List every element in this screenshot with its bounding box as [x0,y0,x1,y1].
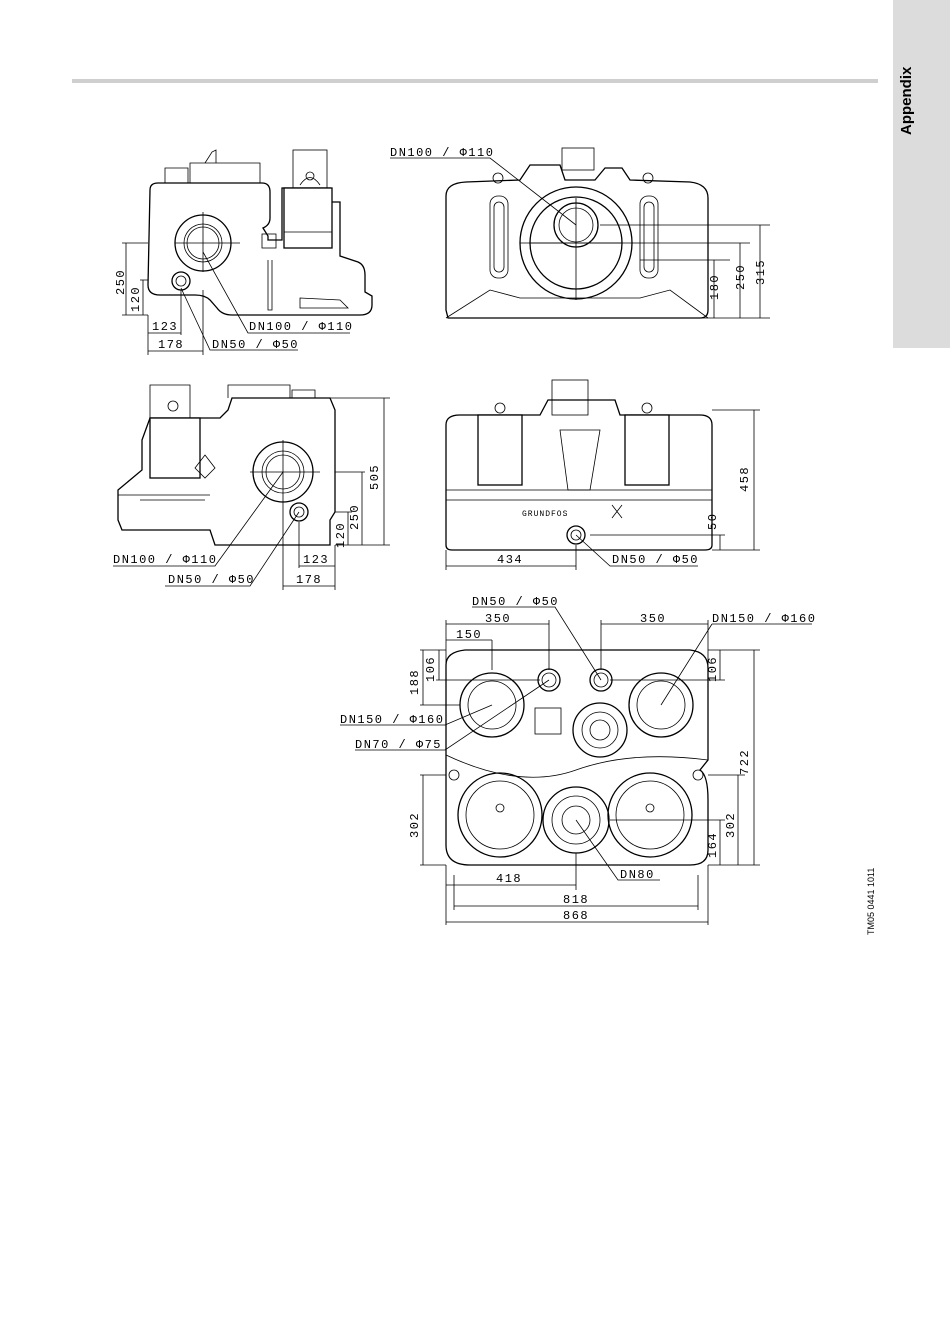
dim-505: 505 [368,464,382,490]
view-front-top: 180 250 315 DN100 / Φ110 [390,146,770,318]
label-dn80: DN80 [620,868,655,882]
dim-120: 120 [129,286,143,312]
dim-250: 250 [734,264,748,290]
label-dn100-mid: DN100 / Φ110 [113,553,217,567]
view-side-left-middle: 505 250 120 123 178 DN100 / Φ110 DN50 / … [113,385,390,590]
dim-250: 250 [114,269,128,295]
dim-180: 180 [708,274,722,300]
dim-178: 178 [158,338,184,352]
dim-123: 123 [303,553,329,567]
brand-logo: GRUNDFOS [522,510,568,519]
label-dn100: DN100 / Φ110 [249,320,353,334]
label-dn150-right: DN150 / Φ160 [712,612,816,626]
dim-458: 458 [738,466,752,492]
dim-150: 150 [456,628,482,642]
dim-178: 178 [296,573,322,587]
view-top: 350 350 150 188 106 106 722 302 302 164 … [340,595,816,925]
label-dn100-front: DN100 / Φ110 [390,146,494,160]
view-side-left-top: 250 120 123 178 DN100 / Φ110 DN50 / Φ50 [114,150,372,355]
dim-50: 50 [706,513,720,530]
dim-350-left: 350 [485,612,511,626]
dim-722: 722 [738,749,752,775]
dim-315: 315 [754,259,768,285]
dim-188: 188 [408,669,422,695]
dim-818: 818 [563,893,589,907]
dim-302-left: 302 [408,812,422,838]
dim-106-left: 106 [424,656,438,682]
dim-434: 434 [497,553,523,567]
label-dn50-top: DN50 / Φ50 [472,595,559,609]
label-dn70: DN70 / Φ75 [355,738,442,752]
dim-350-right: 350 [640,612,666,626]
dim-250: 250 [348,504,362,530]
label-dn50: DN50 / Φ50 [212,338,299,352]
label-dn150-left: DN150 / Φ160 [340,713,444,727]
label-dn50-front: DN50 / Φ50 [612,553,699,567]
dim-120: 120 [334,522,348,548]
dim-302-right: 302 [724,812,738,838]
label-dn50-mid: DN50 / Φ50 [168,573,255,587]
dim-418: 418 [496,872,522,886]
dim-868: 868 [563,909,589,923]
view-front-middle: GRUNDFOS 458 50 434 DN50 / Φ50 [446,380,760,570]
dim-106-right: 106 [706,656,720,682]
dim-164: 164 [706,832,720,858]
dim-123: 123 [152,320,178,334]
